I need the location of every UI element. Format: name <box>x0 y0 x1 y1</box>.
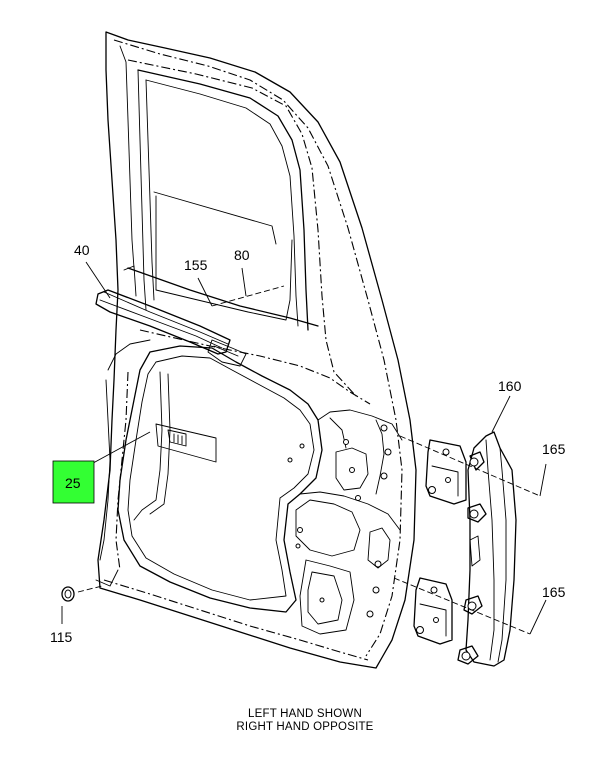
part-40-weatherstrip <box>95 265 231 355</box>
bolt-holes <box>287 424 392 618</box>
callout-115: 115 <box>50 629 73 645</box>
callout-165-upper: 165 <box>542 441 566 457</box>
part-160-hinge-pillar <box>457 431 517 667</box>
lower-hinge <box>413 577 453 645</box>
leader-lines <box>61 261 547 635</box>
caption-line-1: LEFT HAND SHOWN <box>248 708 362 720</box>
callout-165-lower: 165 <box>542 584 566 600</box>
callout-80: 80 <box>234 247 250 263</box>
upper-hinge <box>425 439 467 505</box>
callout-155: 155 <box>184 257 208 273</box>
caption-line-2: RIGHT HAND OPPOSITE <box>236 721 374 733</box>
callout-25: 25 <box>65 475 81 491</box>
callout-25-highlight <box>52 460 95 504</box>
callout-40: 40 <box>74 242 90 258</box>
part-115-plug <box>61 586 75 602</box>
inner-panel <box>95 339 403 635</box>
door-shell <box>97 31 417 669</box>
callout-160: 160 <box>498 378 522 394</box>
part-25-insulator <box>155 423 217 463</box>
